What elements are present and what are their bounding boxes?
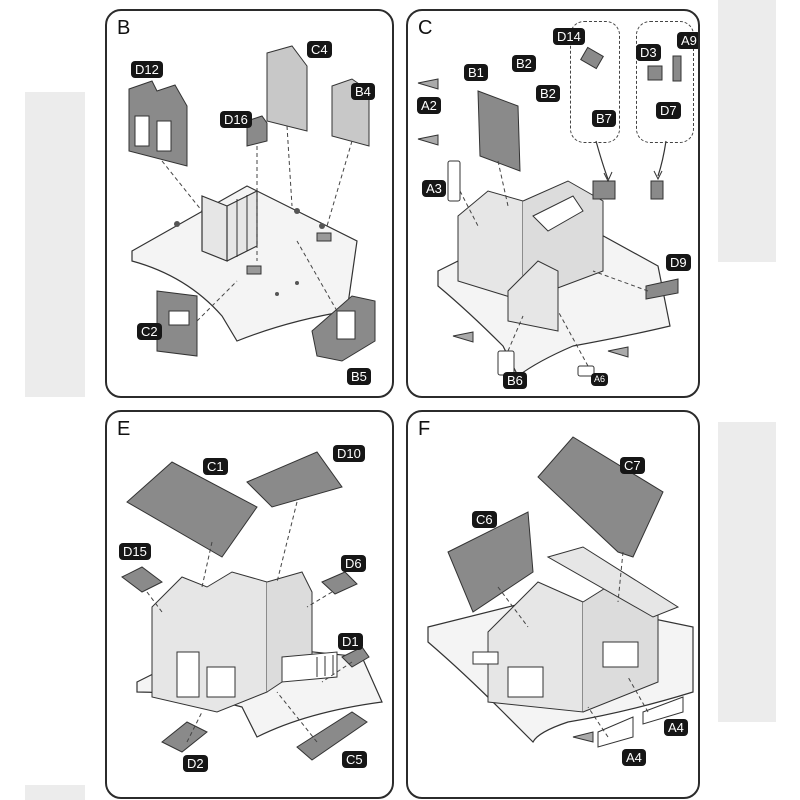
part-group-d14-b7 [570,21,620,143]
part-label-d2: D2 [183,755,208,772]
part-c5-shape [296,711,368,761]
part-label-d14: D14 [553,28,585,45]
part-label-a4-bottom: A4 [622,749,646,766]
part-label-b2-top: B2 [512,55,536,72]
part-d15-shape [121,566,163,593]
step-label: F [418,418,431,440]
step-label: E [117,418,131,440]
step-c-illustration [417,46,682,377]
part-d10-shape [246,451,343,508]
part-label-a3: A3 [422,180,446,197]
step-panel-e: E C1 D10 D15 D6 D1 D2 C5 [105,410,394,799]
part-group-d3-a9-d7 [636,21,694,143]
part-label-b4: B4 [351,83,375,100]
step-e-illustration [121,451,383,761]
part-label-b5: B5 [347,368,371,385]
part-label-c5: C5 [342,751,367,768]
part-label-d6: D6 [341,555,366,572]
background-strip-right-bottom [718,422,776,722]
part-label-a2: A2 [417,97,441,114]
step-b-illustration [128,45,376,362]
part-label-c6: C6 [472,511,497,528]
part-label-c4: C4 [307,41,332,58]
part-a4-bottom-shape [597,716,634,748]
part-label-d7: D7 [656,102,681,119]
part-label-d12: D12 [131,61,163,78]
step-label: B [117,17,131,39]
house-walls [457,190,524,302]
part-label-a9: A9 [677,32,698,49]
background-strip-left [25,92,85,397]
part-label-c7: C7 [620,457,645,474]
part-label-b2-bottom: B2 [536,85,560,102]
part-label-c2: C2 [137,323,162,340]
step-panel-c: C D14 D3 A9 B1 B2 B2 A2 B7 D7 A3 D9 B6 A… [406,9,700,398]
background-strip-bottom [25,785,85,800]
part-label-c1: C1 [203,458,228,475]
part-label-a4-top: A4 [664,719,688,736]
part-label-b1: B1 [464,64,488,81]
part-label-d10: D10 [333,445,365,462]
part-c6-shape [447,511,534,613]
part-d16-shape [246,115,268,147]
part-label-d3: D3 [636,44,661,61]
part-d6-shape [321,571,358,595]
step-f-illustration [427,436,694,748]
part-label-d9: D9 [666,254,691,271]
part-label-d1: D1 [338,633,363,650]
part-c4-shape [266,45,308,132]
part-label-a6: A6 [591,373,609,386]
part-label-d16: D16 [220,111,252,128]
background-strip-right-top [718,0,776,262]
part-label-d15: D15 [119,543,151,560]
part-label-b7: B7 [592,110,616,127]
part-b1-shape [477,90,521,172]
step-label: C [418,17,433,39]
part-label-b6: B6 [503,372,527,389]
step-panel-b: B D12 C4 B4 D16 C2 B5 [105,9,394,398]
part-c7-shape [537,436,664,558]
part-d2-shape [161,721,208,753]
part-c1-shape [126,461,258,558]
part-a4-top-shape [642,696,684,725]
step-panel-f: F C7 C6 A4 A4 [406,410,700,799]
